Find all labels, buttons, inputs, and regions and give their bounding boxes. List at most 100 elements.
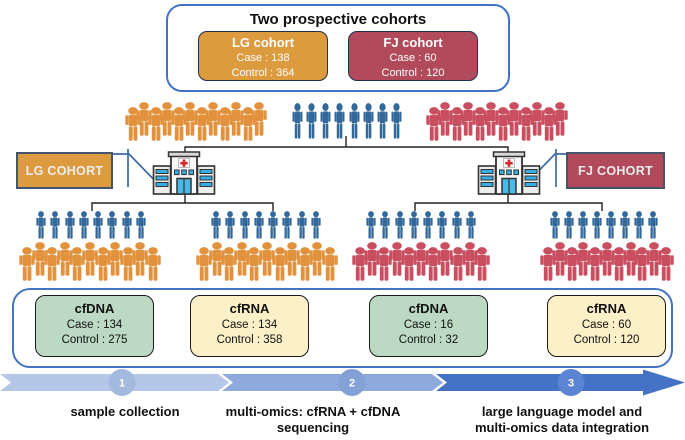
person-icon xyxy=(320,103,331,139)
person-icon xyxy=(272,247,288,281)
person-icon xyxy=(122,211,132,239)
fj-cohort-title: FJ cohort xyxy=(383,35,443,50)
person-icon xyxy=(634,211,644,239)
person-icon xyxy=(32,242,48,276)
cfrna-box-fj: cfRNA Case : 60 Control : 120 xyxy=(547,295,666,357)
hospital-icon xyxy=(477,151,541,195)
person-icon xyxy=(450,247,466,281)
cfdna-fj-title: cfDNA xyxy=(408,301,449,316)
hospital-icon xyxy=(152,151,216,195)
person-icon xyxy=(606,211,616,239)
person-icon xyxy=(148,107,164,141)
person-icon xyxy=(221,247,237,281)
person-icon xyxy=(658,247,674,281)
person-icon xyxy=(564,211,574,239)
person-icon xyxy=(107,211,117,239)
person-icon xyxy=(425,247,441,281)
person-icon xyxy=(171,107,187,141)
person-icon xyxy=(196,247,212,281)
person-icon xyxy=(377,103,388,139)
person-icon xyxy=(550,211,560,239)
person-icon xyxy=(401,247,417,281)
person-icon xyxy=(466,211,476,239)
person-icon xyxy=(50,211,60,239)
cfrna-lg-case: Case : 134 xyxy=(221,318,278,331)
people-row-blue-fj1 xyxy=(365,211,477,240)
person-icon xyxy=(366,211,376,239)
cfrna-lg-title: cfRNA xyxy=(229,301,270,316)
person-icon xyxy=(592,211,602,239)
person-icon xyxy=(79,211,89,239)
person-icon xyxy=(107,242,123,276)
timeline-label-2: multi-omics: cfRNA + cfDNA sequencing xyxy=(225,404,401,435)
fj-cohort-control: Control : 120 xyxy=(381,66,445,79)
person-icon xyxy=(259,242,275,276)
person-icon xyxy=(495,107,511,141)
person-icon xyxy=(246,247,262,281)
person-icon xyxy=(240,107,256,141)
cohort-callout-lines xyxy=(113,149,566,190)
person-icon xyxy=(472,107,488,141)
people-crowd-orange-lg1 xyxy=(17,242,163,282)
person-icon xyxy=(44,247,60,281)
timeline-step-1-circle xyxy=(108,369,136,396)
person-icon xyxy=(634,247,650,281)
person-icon xyxy=(225,211,235,239)
person-icon xyxy=(452,211,462,239)
person-icon xyxy=(136,211,146,239)
person-icon xyxy=(268,211,278,239)
person-icon xyxy=(437,211,447,239)
timeline-segment-2 xyxy=(222,374,443,391)
cfdna-fj-case: Case : 16 xyxy=(403,318,454,331)
person-icon xyxy=(426,107,442,141)
lg-cohort-label: LG COHORT xyxy=(16,152,113,189)
process-timeline-arrow: 1 2 3 xyxy=(0,369,685,396)
person-icon xyxy=(36,211,46,239)
person-icon xyxy=(217,107,233,141)
person-icon xyxy=(82,242,98,276)
people-crowd-red-fj2 xyxy=(538,242,676,282)
person-icon xyxy=(540,247,556,281)
person-icon xyxy=(623,242,639,276)
fj-cohort-case: Case : 60 xyxy=(389,52,437,65)
lg-cohort-case: Case : 138 xyxy=(236,52,290,65)
timeline-step-3-circle xyxy=(557,369,585,396)
person-icon xyxy=(391,103,402,139)
person-icon xyxy=(309,242,325,276)
people-crowd-orange-top xyxy=(123,102,269,142)
person-icon xyxy=(322,247,338,281)
lg-cohort-control: Control : 364 xyxy=(231,66,295,79)
person-icon xyxy=(474,247,490,281)
person-icon xyxy=(95,247,111,281)
people-crowd-red-top xyxy=(424,102,570,142)
person-icon xyxy=(552,102,568,136)
people-row-blue-lg2 xyxy=(210,211,322,240)
person-icon xyxy=(145,247,161,281)
cfrna-lg-control: Control : 358 xyxy=(216,333,283,346)
people-crowd-red-fj1 xyxy=(350,242,492,282)
person-icon xyxy=(541,107,557,141)
cohort-boxes-row: LG cohort Case : 138 Control : 364 FJ co… xyxy=(168,31,508,81)
person-icon xyxy=(65,211,75,239)
samples-panel: cfDNA Case : 134 Control : 275 cfRNA Cas… xyxy=(12,288,673,368)
person-icon xyxy=(282,211,292,239)
people-row-blue-fj2 xyxy=(549,211,659,240)
person-icon xyxy=(611,247,627,281)
lg-cohort-label-text: LG COHORT xyxy=(25,163,104,178)
person-icon xyxy=(462,242,478,276)
person-icon xyxy=(297,247,313,281)
person-icon xyxy=(120,247,136,281)
person-icon xyxy=(334,103,345,139)
person-icon xyxy=(578,211,588,239)
cfrna-fj-case: Case : 60 xyxy=(581,318,632,331)
fj-cohort-box: FJ cohort Case : 60 Control : 120 xyxy=(348,31,478,81)
timeline-step-2-circle xyxy=(338,369,366,396)
tree-connector-lines xyxy=(91,136,603,211)
cfdna-lg-case: Case : 134 xyxy=(66,318,123,331)
person-icon xyxy=(506,102,522,136)
person-icon xyxy=(159,102,175,136)
timeline-step-3-number: 3 xyxy=(568,378,574,390)
timeline-step-2-number: 2 xyxy=(349,378,355,390)
